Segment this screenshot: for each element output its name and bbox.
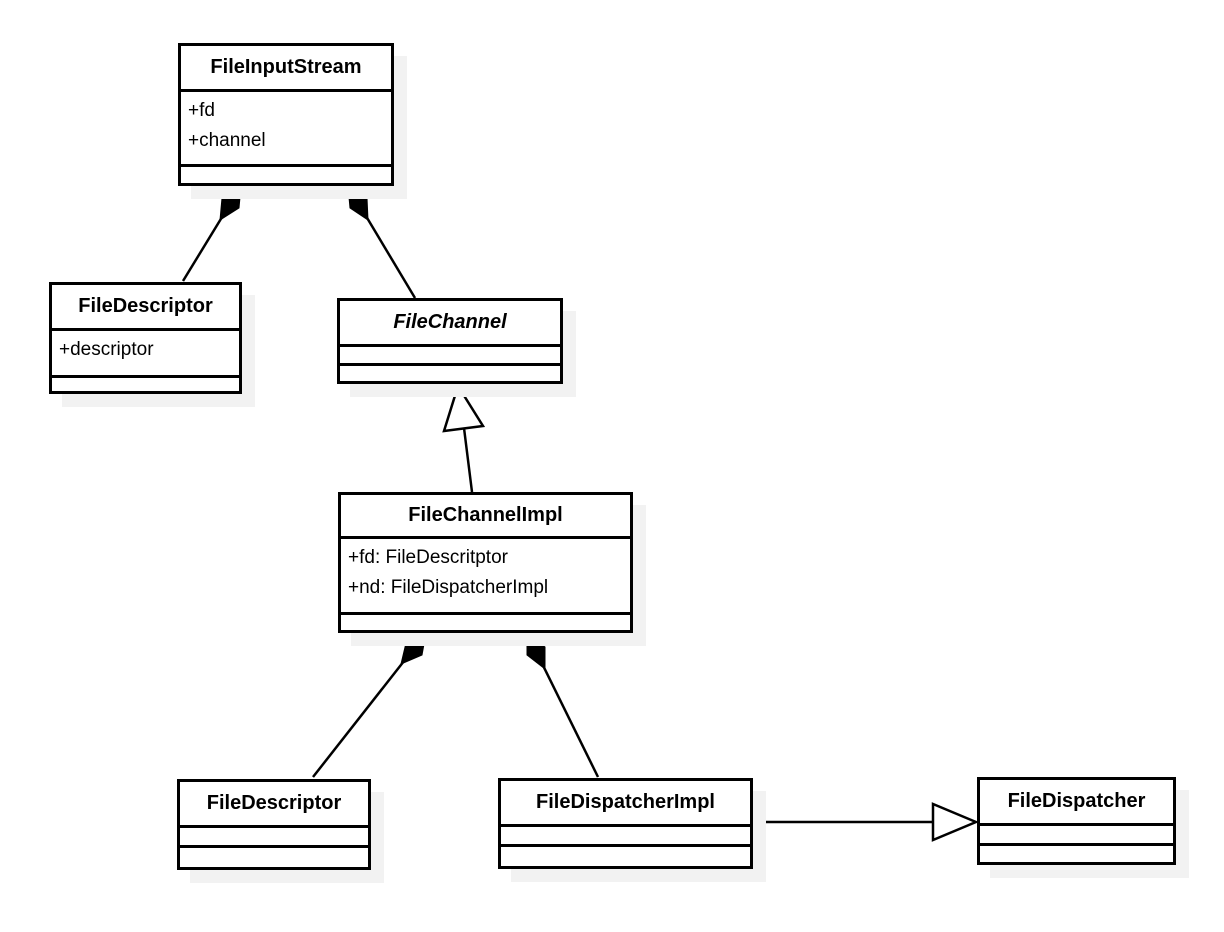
class-box-filedescriptor-top: FileDescriptor +descriptor — [49, 282, 242, 394]
class-title: FileDescriptor — [180, 782, 368, 828]
class-title: FileDescriptor — [52, 285, 239, 331]
class-box-filechannelimpl: FileChannelImpl +fd: FileDescritptor +nd… — [338, 492, 633, 633]
composition-edge-filechannel-fileinputstream — [346, 185, 417, 299]
methods-compartment — [340, 366, 560, 381]
attribute: +channel — [188, 130, 266, 151]
attributes-compartment: +fd: FileDescritptor +nd: FileDispatcher… — [341, 539, 630, 615]
class-title: FileChannel — [340, 301, 560, 347]
composition-edge-filedescriptor-fileinputstream — [181, 185, 243, 282]
generalization-edge-filechannelimpl-filechannel — [442, 383, 486, 493]
class-title: FileDispatcherImpl — [501, 781, 750, 827]
attributes-compartment: +fd +channel — [181, 92, 391, 167]
attributes-compartment — [340, 347, 560, 366]
methods-compartment — [501, 847, 750, 866]
attributes-compartment — [501, 827, 750, 847]
composition-edge-filedescriptor-filechannelimpl — [312, 632, 427, 778]
attribute: +fd: FileDescritptor — [348, 547, 508, 568]
class-box-filedescriptor-bottom: FileDescriptor — [177, 779, 371, 870]
hollow-triangle-icon — [442, 383, 486, 433]
methods-compartment — [181, 167, 391, 183]
class-title: FileDispatcher — [980, 780, 1173, 826]
class-box-filechannel: FileChannel — [337, 298, 563, 384]
filled-diamond-icon — [347, 185, 369, 221]
filled-diamond-icon — [400, 632, 427, 665]
attributes-compartment — [980, 826, 1173, 846]
attribute: +nd: FileDispatcherImpl — [348, 577, 549, 598]
class-title: FileChannelImpl — [341, 495, 630, 539]
class-box-filedispatcherimpl: FileDispatcherImpl — [498, 778, 753, 869]
methods-compartment — [52, 378, 239, 391]
attributes-compartment — [180, 828, 368, 848]
methods-compartment — [980, 846, 1173, 862]
filled-diamond-icon — [526, 631, 546, 671]
methods-compartment — [180, 848, 368, 867]
attribute: +descriptor — [59, 339, 154, 360]
generalization-edge-filedispatcherimpl-filedispatcher — [753, 802, 980, 842]
class-box-fileinputstream: FileInputStream +fd +channel — [178, 43, 394, 186]
filled-diamond-icon — [219, 185, 242, 221]
class-title: FileInputStream — [181, 46, 391, 92]
hollow-triangle-icon — [931, 802, 980, 842]
class-box-filedispatcher: FileDispatcher — [977, 777, 1176, 865]
methods-compartment — [341, 615, 630, 630]
attributes-compartment: +descriptor — [52, 331, 239, 378]
composition-edge-filedispatcherimpl-filechannelimpl — [525, 631, 600, 778]
attribute: +fd — [188, 100, 215, 121]
